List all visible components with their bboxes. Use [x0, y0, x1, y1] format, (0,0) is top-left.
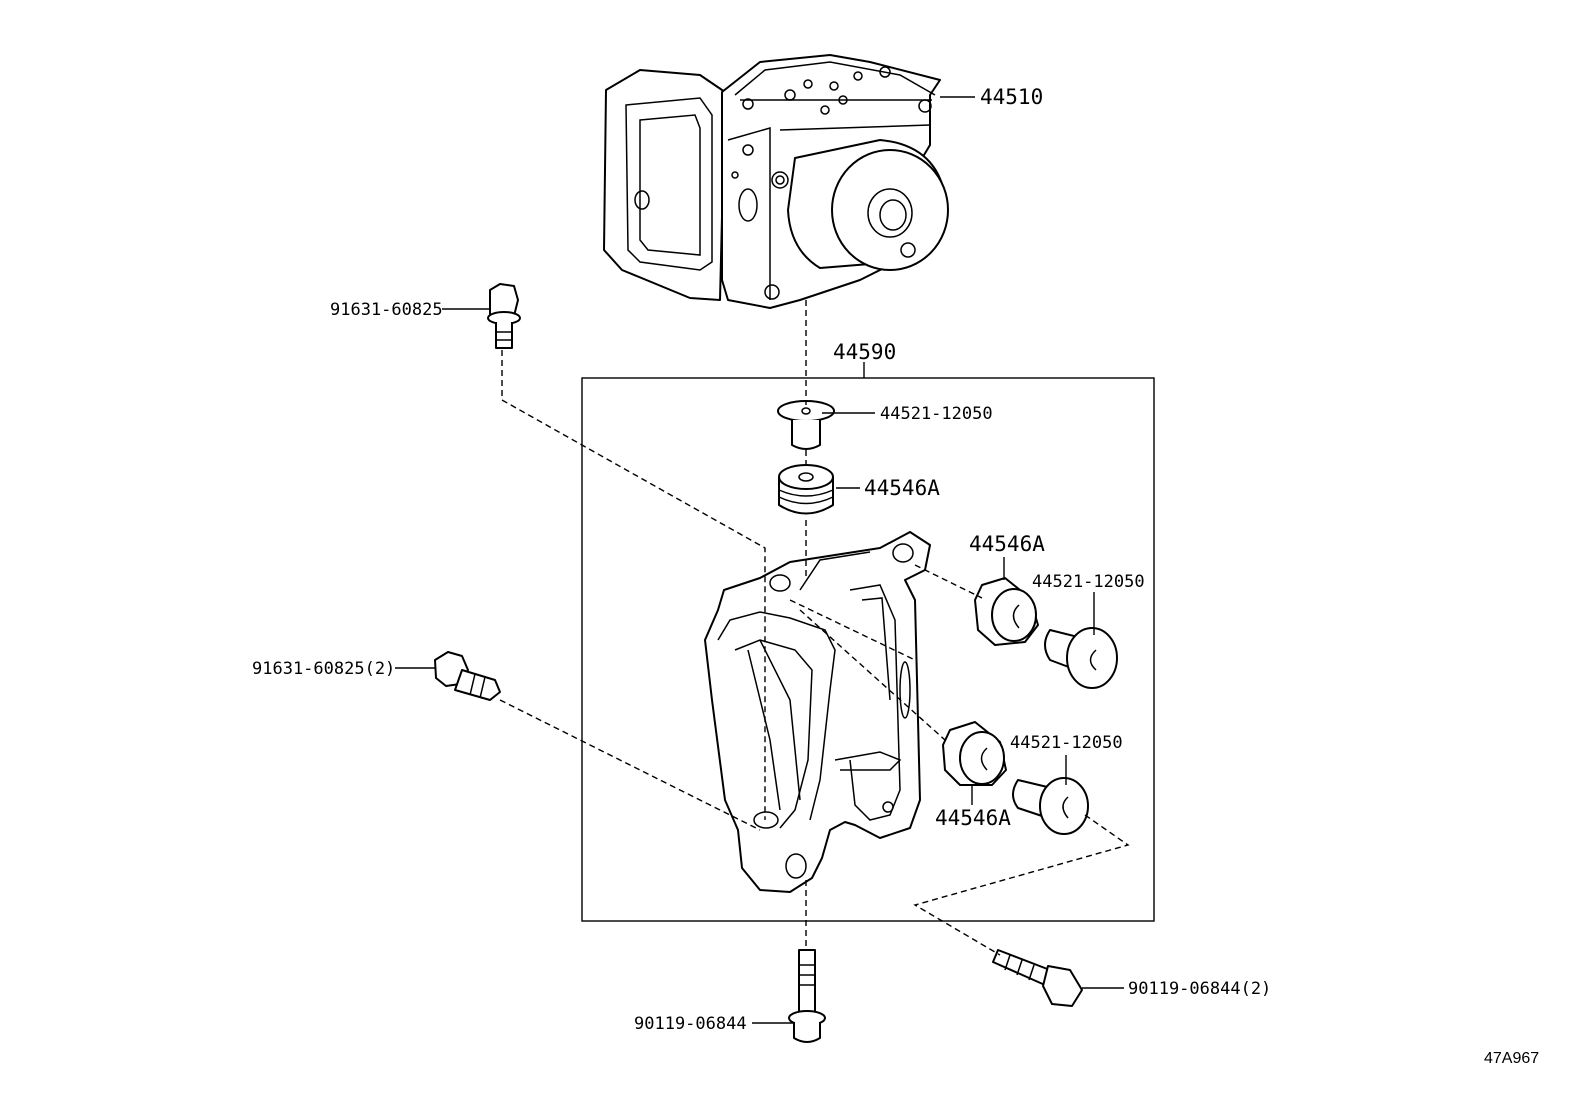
label-cushion-top: 44546A	[864, 476, 940, 500]
bracket-assembly-box	[581, 377, 1155, 922]
cushion-right-lower-drawing	[942, 721, 1007, 786]
collar-right-lower-drawing	[1012, 777, 1089, 835]
figure-ref: 47A967	[1484, 1050, 1539, 1067]
bolt-bottom-right-drawing	[992, 949, 1083, 1007]
cushion-top-drawing	[778, 464, 834, 515]
label-cushion-right-lower: 44546A	[935, 806, 1011, 830]
label-bolt-bottom: 90119-06844	[634, 1014, 747, 1034]
label-cushion-right-upper: 44546A	[969, 532, 1045, 556]
label-bolt-mid-left: 91631-60825(2)	[252, 659, 395, 679]
label-bolt-bottom-right: 90119-06844(2)	[1128, 979, 1271, 999]
bolt-mid-left-drawing	[434, 651, 501, 701]
assembly-lines	[499, 300, 1130, 956]
label-collar-right-lower: 44521-12050	[1010, 733, 1123, 753]
label-44510: 44510	[980, 85, 1043, 109]
bolt-bottom-drawing	[788, 949, 826, 1043]
label-collar-top: 44521-12050	[880, 404, 993, 424]
abs-actuator-drawing	[603, 54, 949, 309]
cushion-right-upper-drawing	[974, 577, 1039, 646]
collar-right-upper-drawing	[1044, 627, 1118, 689]
label-44590: 44590	[833, 340, 896, 364]
bolt-top-left-drawing	[487, 283, 521, 349]
bracket-drawing	[704, 531, 931, 893]
label-collar-right-upper: 44521-12050	[1032, 572, 1145, 592]
label-bolt-top-left: 91631-60825	[330, 300, 443, 320]
collar-top-drawing	[777, 400, 835, 450]
leader-lines	[395, 96, 1124, 1024]
